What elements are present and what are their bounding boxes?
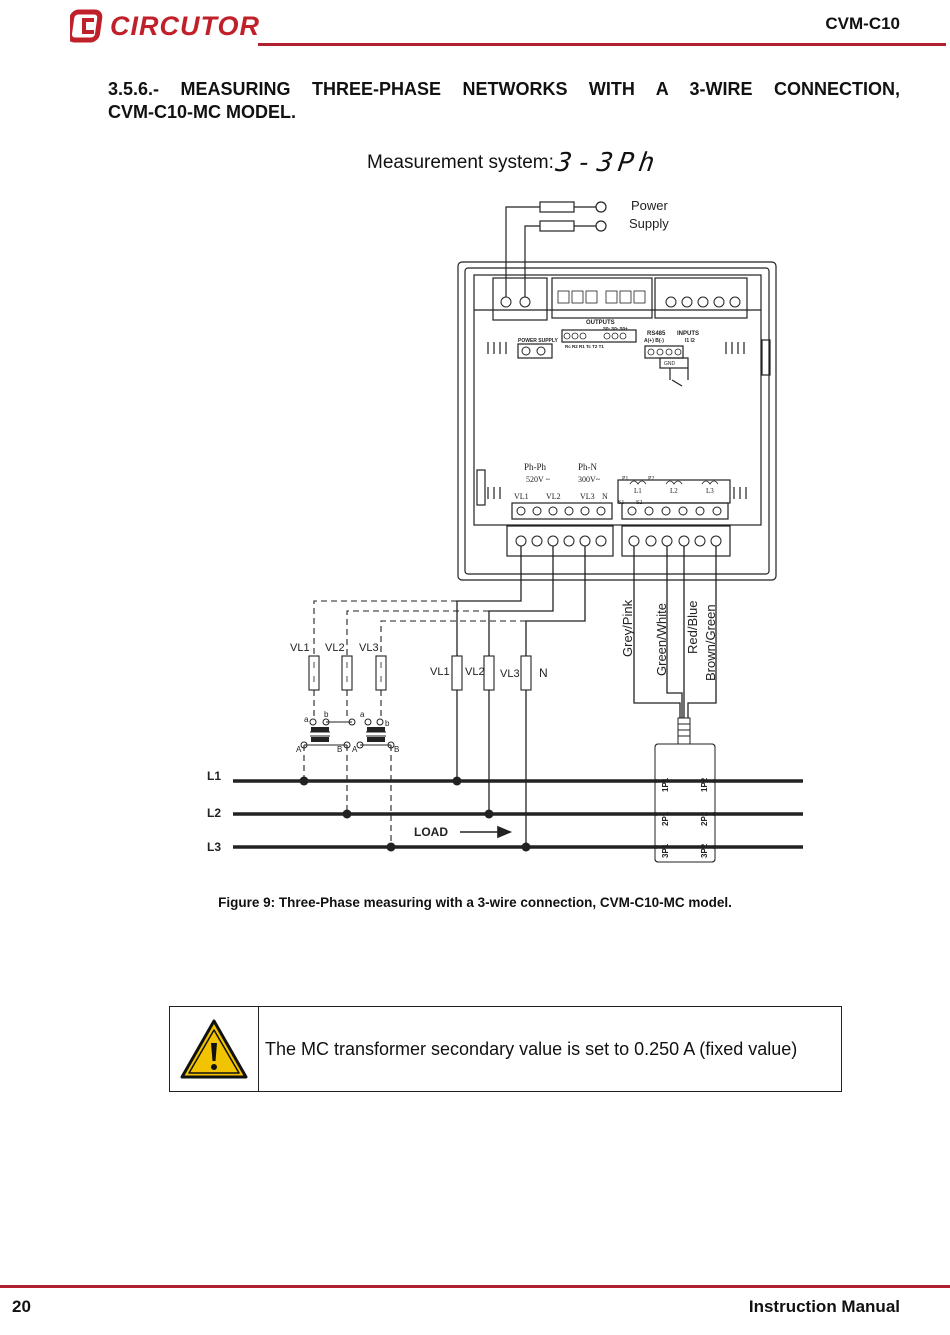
label-outputs-terms: Rc R2 R1 Tc T2 T1 <box>565 344 604 349</box>
sensor-label-3p1: 3P1 <box>661 843 670 858</box>
sensor-label-1p2: 1P2 <box>700 777 709 792</box>
sensor-label-2p1: 2P1 <box>661 811 670 826</box>
label-p2: P2 <box>648 476 654 482</box>
power-supply-label-1: Power <box>631 198 669 213</box>
label-ph-ph: Ph-Ph <box>524 462 547 472</box>
line-label-l1: L1 <box>207 769 221 783</box>
vt-label-a-2: a <box>360 710 365 719</box>
label-ct-l3: L3 <box>706 487 714 495</box>
label-vl3: VL3 <box>580 492 595 501</box>
label-ph-n: Ph-N <box>578 462 598 472</box>
brand-logo: CIRCUTOR <box>70 8 260 44</box>
sensor-label-1p1: 1P1 <box>661 777 670 792</box>
label-power-supply: POWER SUPPLY <box>518 338 558 344</box>
sensor-label-2p2: 2P2 <box>700 811 709 826</box>
cable-label-grey-pink: Grey/Pink <box>620 599 635 657</box>
vt-label-B-1: B <box>337 745 342 754</box>
footer-title: Instruction Manual <box>748 1297 900 1316</box>
label-ct-l2: L2 <box>670 487 678 495</box>
label-inputs: INPUTS <box>677 331 699 337</box>
label-ct-l1: L1 <box>634 487 642 495</box>
circutor-logo-icon <box>70 9 103 43</box>
label-gnd: GND <box>664 361 676 367</box>
vt-label-a-1: a <box>304 715 309 724</box>
cable-label-brown-green: Brown/Green <box>703 604 718 681</box>
label-outputs: OUTPUTS <box>586 320 615 326</box>
measurement-system-label: Measurement system: <box>367 152 554 173</box>
vt-label-A-2: A <box>352 745 358 754</box>
header-rule <box>258 43 946 46</box>
footer-rule <box>0 1285 950 1288</box>
fuse-label-right-vl3: VL3 <box>500 668 520 680</box>
warning-text: The MC transformer secondary value is se… <box>265 1038 798 1059</box>
vt-label-A-1: A <box>296 745 302 754</box>
label-s1: S1 <box>618 500 624 506</box>
section-heading: 3.5.6.- MEASURING THREE-PHASE NETWORKS W… <box>108 79 900 99</box>
cable-label-red-blue: Red/Blue <box>685 601 700 654</box>
wiring-diagram: OUTPUTS S0- S0- S0+ Rc R2 R1 Tc T2 T1 PO… <box>207 198 803 863</box>
vt-label-b-2: b <box>385 719 390 728</box>
fuse-label-right-vl2: VL2 <box>465 666 485 678</box>
label-inputs-terms: I1 I2 <box>685 338 695 344</box>
load-label: LOAD <box>414 825 448 839</box>
label-n: N <box>602 492 608 501</box>
line-label-l2: L2 <box>207 806 221 820</box>
label-ph-ph-v: 520V ~ <box>526 475 551 484</box>
power-supply-label-2: Supply <box>629 216 669 231</box>
sensor-label-3p2: 3P2 <box>700 843 709 858</box>
vt-label-B-2: B <box>394 745 399 754</box>
label-vl2: VL2 <box>546 492 561 501</box>
label-rs485: RS485 <box>647 331 666 337</box>
warning-box: The MC transformer secondary value is se… <box>169 1006 842 1092</box>
label-outputs-sub: S0- S0- S0+ <box>603 326 628 331</box>
fuse-label-right-vl1: VL1 <box>430 666 450 678</box>
label-rs485-terms: A(+) B(-) <box>644 338 664 344</box>
model-name: CVM-C10 <box>825 14 900 33</box>
label-ph-n-v: 300V~ <box>578 475 601 484</box>
fuse-label-left-vl1: VL1 <box>290 642 310 654</box>
figure-caption: Figure 9: Three-Phase measuring with a 3… <box>218 895 732 910</box>
line-label-l3: L3 <box>207 840 221 854</box>
measurement-system: Measurement system: 3-3Ph <box>367 148 662 178</box>
vt-label-b-1: b <box>324 710 329 719</box>
page-number: 20 <box>12 1297 31 1316</box>
label-vl1: VL1 <box>514 492 529 501</box>
brand-name: CIRCUTOR <box>110 10 261 41</box>
label-s2: S2 <box>636 500 642 506</box>
fuse-label-left-vl2: VL2 <box>325 642 345 654</box>
measurement-system-code: 3-3Ph <box>553 148 662 178</box>
cable-label-green-white: Green/White <box>654 603 669 676</box>
warning-icon-cell <box>170 1007 259 1091</box>
warning-triangle-icon <box>180 1019 248 1079</box>
label-p1: P1 <box>622 476 628 482</box>
section-heading-cont: CVM-C10-MC MODEL. <box>108 102 296 122</box>
fuse-label-left-vl3: VL3 <box>359 642 379 654</box>
fuse-label-right-n: N <box>539 666 548 680</box>
